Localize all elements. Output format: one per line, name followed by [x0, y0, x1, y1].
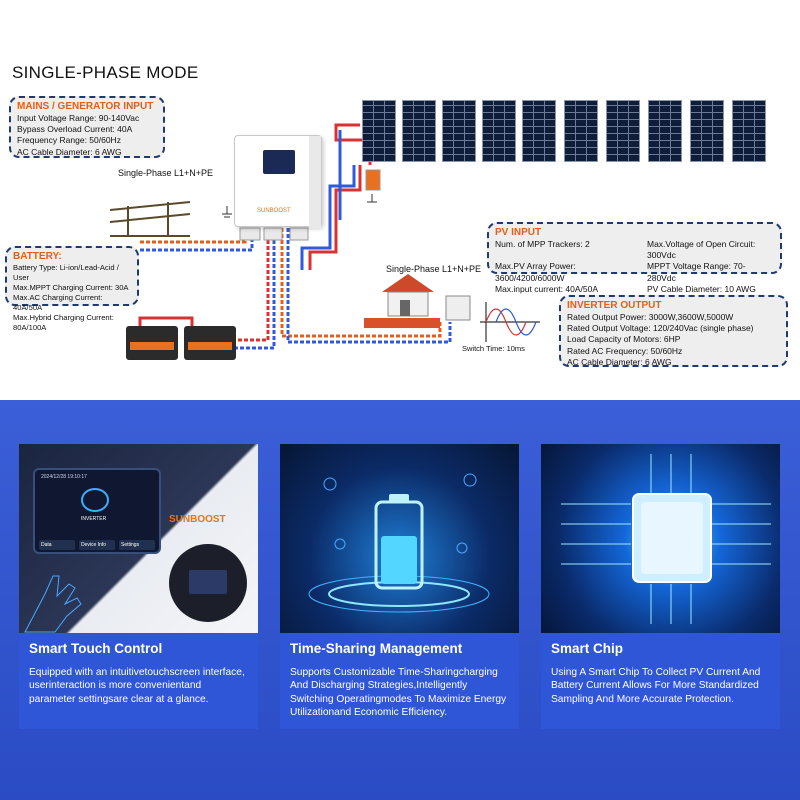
screen-center-label: INVERTER	[81, 516, 107, 522]
solar-panel	[564, 100, 598, 162]
screen-button-device-info[interactable]: Device Info	[79, 540, 115, 550]
spec-line: Rated AC Frequency: 50/60Hz	[567, 345, 683, 356]
touchscreen-panel: 2024/12/28 19:10:17 INVERTER Data Device…	[33, 468, 161, 554]
switch-time-label: Switch Time: 10ms	[462, 344, 525, 353]
feature-description: Using A Smart Chip To Collect PV Current…	[551, 667, 761, 705]
battery-icon	[308, 473, 490, 613]
screen-timestamp: 2024/12/28 19:10:17	[41, 474, 87, 480]
mains-heading: MAINS / GENERATOR INPUT	[17, 101, 154, 112]
solar-panel	[362, 100, 396, 162]
feature-title: Smart Touch Control	[29, 641, 163, 656]
wiring-diagram	[109, 123, 540, 350]
spec-line: MPPT Voltage Range: 70-280Vdc	[647, 261, 746, 283]
hand-icon	[24, 575, 82, 633]
screen-gauge	[81, 488, 109, 512]
inverter-output-heading: INVERTER OUTPUT	[567, 300, 662, 311]
spec-line: AC Cable Diameter: 6 AWG	[17, 146, 122, 157]
feature-card-touch: 2024/12/28 19:10:17 INVERTER Data Device…	[19, 444, 258, 729]
time-sharing-image	[280, 444, 519, 633]
feature-description: Supports Customizable Time-Sharingchargi…	[290, 667, 507, 718]
touch-control-image: 2024/12/28 19:10:17 INVERTER Data Device…	[19, 444, 258, 633]
spec-line: Max.Voltage of Open Circuit: 300Vdc	[647, 239, 756, 261]
feature-card-smart-chip: Smart Chip Using A Smart Chip To Collect…	[541, 444, 780, 729]
feature-card-time-sharing: Time-Sharing Management Supports Customi…	[280, 444, 519, 729]
spec-line: AC Cable Diameter: 6 AWG	[567, 356, 672, 367]
spec-line: Rated Output Power: 3000W,3600W,5000W	[567, 312, 734, 322]
sunboost-logo: SUNBOOST	[169, 514, 226, 525]
chip-icon	[561, 454, 771, 624]
feature-text: Time-Sharing Management Supports Customi…	[280, 633, 519, 729]
solar-panel	[690, 100, 724, 162]
inverter-screen	[263, 150, 295, 174]
feature-description: Equipped with an intuitivetouchscreen in…	[29, 667, 245, 705]
solar-panel	[648, 100, 682, 162]
spec-line: Frequency Range: 50/60Hz	[17, 135, 121, 146]
spec-line: PV Cable Diameter: 10 AWG	[647, 283, 756, 294]
feature-title: Smart Chip	[551, 641, 624, 656]
solar-panel	[732, 100, 766, 162]
solar-panel	[402, 100, 436, 162]
spec-line: Rated Output Voltage: 120/240Vac (single…	[567, 323, 754, 334]
solar-panel	[606, 100, 640, 162]
battery-unit	[126, 326, 178, 360]
solar-panel	[442, 100, 476, 162]
battery-heading: BATTERY:	[13, 251, 62, 262]
battery-unit	[184, 326, 236, 360]
diagram-title: SINGLE-PHASE MODE	[12, 63, 199, 82]
smart-chip-image	[541, 444, 780, 633]
inverter-logo: SUNBOOST	[257, 208, 291, 214]
home-label: Single-Phase L1+N+PE	[386, 264, 482, 274]
spec-line: Input Voltage Range: 90-140Vac	[17, 113, 140, 123]
feature-title: Time-Sharing Management	[290, 641, 463, 656]
feature-text: Smart Touch Control Equipped with an int…	[19, 633, 258, 729]
grid-label: Single-Phase L1+N+PE	[118, 168, 214, 178]
pv-input-box: PV INPUT Num. of MPP Trackers: 2 Max.Vol…	[487, 222, 782, 294]
spec-line: Max.Hybrid Charging Current: 80A/100A	[13, 313, 114, 333]
system-diagram: SINGLE-PHASE MODE	[0, 0, 800, 400]
spec-line: Max.input current: 40A/50A	[495, 283, 599, 294]
inverter-zoom-circle	[169, 544, 247, 622]
spec-line: Num. of MPP Trackers: 2	[495, 239, 590, 249]
spec-line: Load Capacity of Motors: 6HP	[567, 334, 681, 345]
spec-line: Max.PV Array Power: 3600/4200/6000W	[495, 261, 576, 283]
mains-input-box: MAINS / GENERATOR INPUT Input Voltage Ra…	[9, 96, 165, 158]
inverter-output-box: INVERTER OUTPUT Rated Output Power: 3000…	[559, 295, 788, 367]
spec-line: Max.AC Charging Current: 40A/50A	[13, 293, 103, 313]
solar-panel	[522, 100, 556, 162]
spec-line: Battery Type: Li-ion/Lead-Acid / User	[13, 263, 119, 283]
spec-line: Bypass Overload Current: 40A	[17, 124, 133, 135]
solar-panel	[482, 100, 516, 162]
pv-heading: PV INPUT	[495, 227, 542, 238]
screen-button-data[interactable]: Data	[39, 540, 75, 550]
screen-button-settings[interactable]: Settings	[119, 540, 155, 550]
spec-line: Max.MPPT Charging Current: 30A	[13, 283, 129, 293]
feature-text: Smart Chip Using A Smart Chip To Collect…	[541, 633, 780, 729]
battery-box: BATTERY: Battery Type: Li-ion/Lead-Acid …	[5, 246, 139, 332]
hybrid-inverter: SUNBOOST	[234, 135, 322, 228]
